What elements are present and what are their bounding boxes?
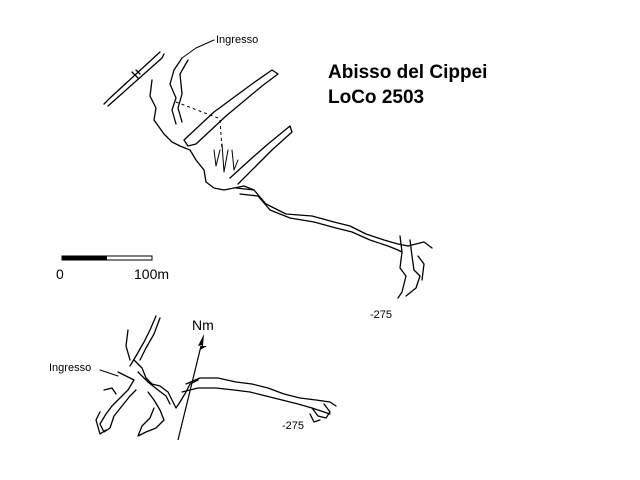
scale-start-label: 0 [56, 266, 64, 282]
section-right-shaft [229, 125, 293, 185]
section-main-wall [149, 79, 255, 191]
plan-end-chamber [309, 403, 331, 423]
cave-name-title: Abisso del Cippei [328, 62, 487, 83]
north-line [177, 345, 202, 441]
section-left-shaft [103, 51, 165, 107]
section-gallery-lower [239, 193, 403, 253]
entrance-leader-line [181, 39, 215, 59]
plan-entrance-area [95, 371, 137, 435]
plan-north-branch [125, 315, 161, 367]
cave-code-title: LoCo 2503 [328, 87, 424, 108]
section-entrance-label: Ingresso [216, 34, 258, 46]
plan-gallery-lower [181, 387, 331, 415]
north-arrow-icon [198, 334, 207, 350]
scale-bar: 0 100m [56, 255, 169, 282]
plan-south-branch [137, 391, 165, 437]
scale-end-label: 100m [134, 266, 169, 282]
plan-entrance-label: Ingresso [49, 362, 91, 374]
section-dashed-link-2 [219, 119, 223, 151]
section-entrance-shaft [169, 57, 189, 125]
section-view: Ingresso -275 [103, 34, 433, 321]
section-bottom-shaft [397, 235, 433, 299]
plan-depth-label: -275 [282, 420, 304, 432]
section-middle-ramp [183, 69, 279, 147]
section-dashed-link-1 [175, 101, 219, 119]
plan-view: Nm Ingresso -275 [49, 315, 337, 441]
section-gallery-upper [235, 187, 409, 247]
scale-bar-fill [62, 256, 107, 260]
plan-gallery-upper [185, 377, 337, 407]
section-depth-label: -275 [370, 309, 392, 321]
plan-entrance-leader [99, 369, 119, 377]
section-pendants [213, 143, 239, 173]
north-label: Nm [192, 317, 214, 333]
plan-central-junction [133, 359, 199, 409]
